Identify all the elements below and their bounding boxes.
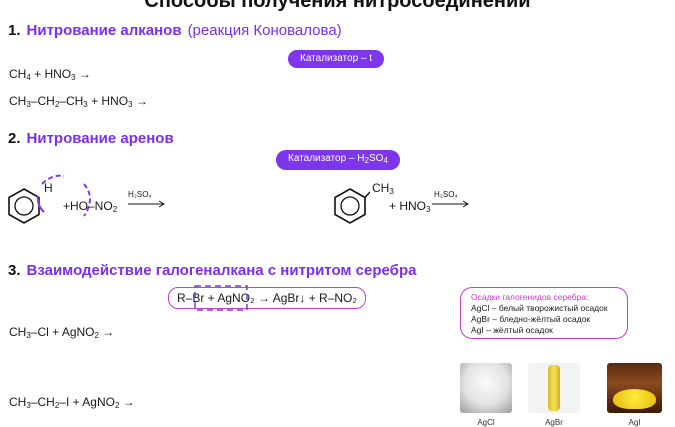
right-methyl-label: CH3 (372, 181, 394, 196)
eq-sub: 2 (54, 100, 60, 109)
eq-part: CH (9, 94, 27, 108)
eq-part: –I + AgNO (59, 395, 115, 409)
eq-sub: 3 (128, 100, 133, 109)
right-nitric-acid: + HNO3 (389, 199, 430, 214)
eq-part: → (132, 94, 148, 108)
eq-part: CH (9, 325, 27, 339)
section-3-equation-2: CH3–CH2–I + AgNO2 → (9, 395, 135, 410)
section-3-number: 3. (8, 262, 21, 279)
catalyst-sub: 2 (364, 156, 369, 165)
section-1-number: 1. (8, 22, 21, 39)
agcl-precipitate-photo (460, 363, 512, 413)
right-arrow-label: H₂SO₄ (434, 190, 458, 199)
electron-shift-arc-icon (36, 174, 91, 217)
left-hydrogen-label: H (44, 181, 53, 195)
left-arrow-label: H₂SO₄ (128, 190, 152, 199)
section-1-equation-2: CH3–CH2–CH3 + HNO3 → (9, 94, 148, 109)
eq-sub: 3 (26, 331, 31, 340)
section-1-equation-1: CH4 + HNO3 → (9, 67, 91, 82)
note-line: AgBr – бледно-жёлтый осадок (471, 314, 591, 324)
agi-precipitate-photo (607, 363, 662, 413)
catalyst-text: Катализатор – H (288, 153, 365, 164)
eq-sub: 3 (26, 100, 31, 109)
toluene-ring-icon (334, 188, 370, 224)
catalyst-text: SO (368, 153, 384, 164)
section-1-note: (реакция Коновалова) (187, 22, 342, 39)
eq-sub: 2 (54, 401, 60, 410)
exchange-bracket-icon (194, 285, 248, 311)
section-3-equation-1: CH3–Cl + AgNO2 → (9, 325, 114, 340)
eq-part: –CH (59, 94, 84, 108)
agbr-precipitate-photo (528, 363, 580, 413)
section-1-heading: 1. Нитрование алканов (реакция Коновалова) (8, 22, 342, 39)
agbr-caption: AgBr (545, 418, 563, 427)
general-equation-box: R–Br + AgNO₂ → AgBr↓ + R–NO₂ (168, 287, 367, 309)
page-title: Способы получения нитросоединений (144, 0, 531, 12)
eq-part: –CH (30, 94, 55, 108)
catalyst-sub: 4 (383, 156, 388, 165)
eq-sub: 4 (26, 73, 31, 82)
eq-sub: 3 (71, 73, 76, 82)
note-line: AgCl – белый творожистый осадок (471, 303, 608, 313)
methyl-sub: 3 (389, 187, 394, 196)
reagent-text: +HO–NO (63, 199, 113, 213)
eq-part: → (119, 395, 135, 409)
agbr-tube-shape (548, 365, 560, 411)
eq-sub: 2 (94, 331, 99, 340)
eq-part: → (98, 325, 115, 339)
section-2-heading: 2. Нитрование аренов (8, 130, 174, 147)
section-3-name: Взаимодействие галогеналкана с нитритом … (26, 262, 417, 279)
eq-part: → (75, 67, 91, 81)
eq-part: –CH (30, 395, 55, 409)
silver-halide-note: Осадки галогенидов серебра: AgCl – белый… (460, 287, 628, 339)
eq-sub: 2 (114, 401, 120, 410)
reagent-sub: 3 (426, 205, 431, 214)
section-1-name: Нитрование алканов (26, 22, 182, 39)
agi-flask-shape (613, 389, 656, 409)
eq-sub: 3 (83, 100, 88, 109)
right-reaction-arrow-icon (432, 200, 469, 208)
agcl-caption: AgCl (477, 418, 495, 427)
agi-caption: AgI (628, 418, 641, 427)
section-2-number: 2. (8, 130, 21, 147)
reagent-text: + HNO (389, 199, 427, 213)
methyl-text: CH (372, 181, 390, 195)
left-nitric-acid: +HO–NO2 (63, 199, 117, 214)
left-reaction-arrow-icon (128, 200, 165, 208)
eq-part: + HNO (30, 67, 72, 81)
eq-part: + HNO (87, 94, 129, 108)
reagent-sub: 2 (112, 205, 118, 214)
benzene-ring-icon (8, 188, 40, 224)
section-2-catalyst-badge: Катализатор – H2SO4 (276, 150, 400, 170)
note-title: Осадки галогенидов серебра: (471, 292, 589, 302)
eq-part: CH (9, 395, 27, 409)
eq-part: CH (9, 67, 27, 81)
section-2-name: Нитрование аренов (26, 130, 174, 147)
note-line: AgI – жёлтый осадок (471, 325, 553, 335)
section-3-heading: 3. Взаимодействие галогеналкана с нитрито… (8, 262, 416, 279)
eq-sub: 3 (26, 401, 31, 410)
section-1-catalyst-badge: Катализатор – t (288, 50, 385, 68)
eq-part: –Cl + AgNO (30, 325, 95, 339)
